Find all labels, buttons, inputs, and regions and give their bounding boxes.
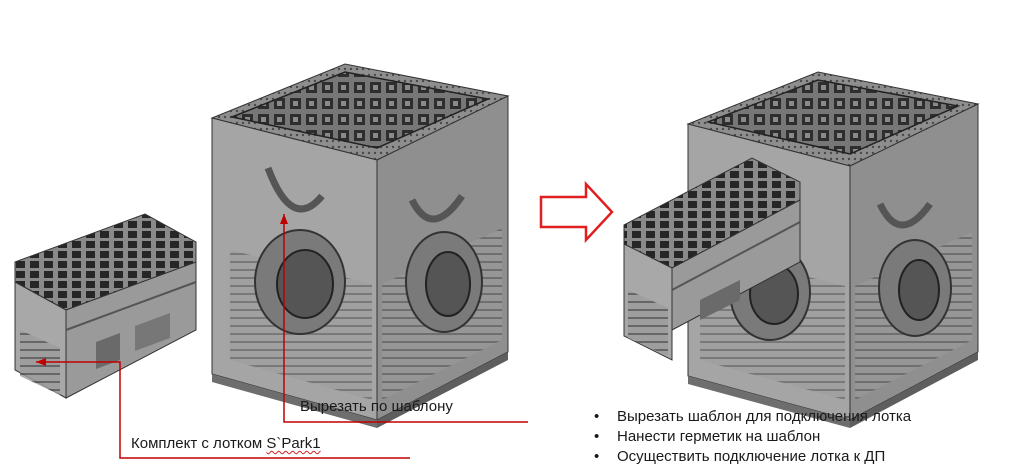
rainwater-box-right: [686, 71, 980, 428]
list-item: Нанести герметик на шаблон: [590, 427, 911, 447]
installation-steps-list: Вырезать шаблон для подключения лотка На…: [590, 407, 911, 467]
callout-line-template: [283, 214, 528, 423]
drainage-channel-left: [14, 213, 197, 399]
kit-name-text: S`Park1: [266, 435, 321, 452]
drainage-channel-right: [623, 157, 801, 361]
list-item: Вырезать шаблон для подключения лотка: [590, 407, 911, 427]
kit-with-channel-label: Комплект с лотком S`Park1: [131, 435, 321, 452]
rainwater-box-left: [210, 63, 510, 428]
kit-prefix-text: Комплект с лотком: [131, 435, 267, 452]
list-item: Осуществить подключение лотка к ДП: [590, 447, 911, 467]
callout-line-kit: [36, 361, 410, 459]
right-arrow-icon: [539, 180, 614, 244]
cut-by-template-label: Вырезать по шаблону: [300, 398, 453, 415]
callout-lines: [36, 214, 528, 459]
